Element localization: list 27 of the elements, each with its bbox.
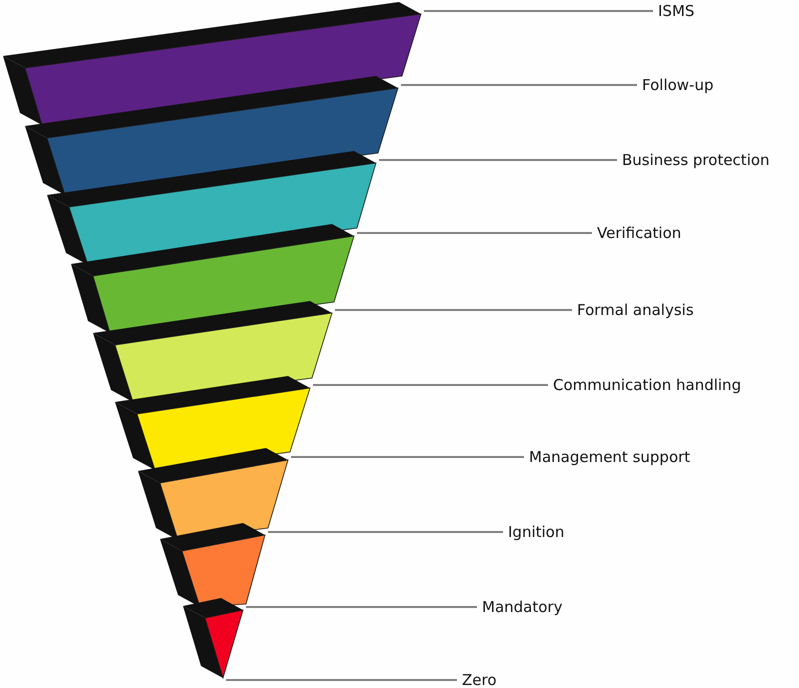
level-label: Follow-up bbox=[642, 76, 714, 94]
leader-line bbox=[335, 309, 572, 311]
level-label: ISMS bbox=[658, 2, 694, 20]
level-label: Verification bbox=[597, 224, 682, 242]
level-label: Formal analysis bbox=[577, 301, 694, 319]
funnel-band bbox=[160, 523, 266, 608]
funnel-band bbox=[25, 76, 399, 196]
leader-line bbox=[268, 531, 503, 533]
level-label: Management support bbox=[529, 448, 690, 466]
leader-line bbox=[424, 10, 653, 12]
funnel-tip bbox=[183, 598, 244, 680]
funnel-band bbox=[115, 376, 311, 470]
funnel-band bbox=[3, 2, 422, 126]
funnel-band bbox=[71, 224, 355, 334]
leader-line bbox=[226, 679, 457, 681]
level-label: Communication handling bbox=[553, 376, 742, 394]
funnel-band bbox=[93, 301, 333, 402]
leader-line bbox=[357, 232, 592, 234]
leader-line bbox=[246, 606, 477, 608]
level-label: Mandatory bbox=[482, 598, 562, 616]
leader-line bbox=[313, 384, 548, 386]
level-label: Zero bbox=[462, 671, 497, 688]
leader-line bbox=[401, 84, 637, 86]
level-label: Ignition bbox=[508, 523, 564, 541]
leader-line bbox=[379, 159, 617, 161]
level-label: Business protection bbox=[622, 151, 770, 169]
leader-line bbox=[291, 456, 524, 458]
